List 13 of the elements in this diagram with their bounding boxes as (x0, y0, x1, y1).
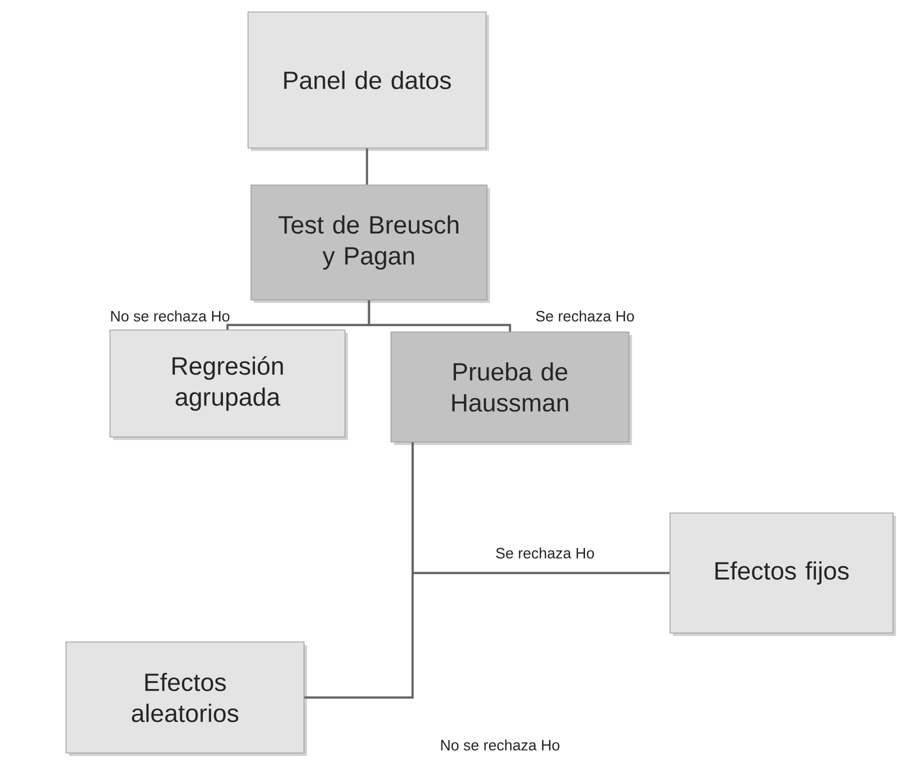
process-box: Efectos fijos (670, 512, 896, 636)
process-box: Prueba de Haussman (390, 332, 632, 445)
process-box: Panel de datos (248, 12, 489, 151)
process-box: Efectos aleatorios (66, 642, 307, 756)
process-box: Test de Breusch y Pagan (250, 184, 490, 303)
connector-line (366, 148, 368, 185)
connector-line (304, 442, 414, 699)
edge-label: Se rechaza Ho (494, 546, 596, 560)
edge-label: No se rechaza Ho (108, 310, 232, 322)
edge-label: No se rechaza Ho (438, 738, 562, 752)
edge-label: Se rechaza Ho (534, 310, 636, 322)
process-box: Regresión agrupada (110, 330, 348, 440)
connector-line (368, 300, 512, 332)
